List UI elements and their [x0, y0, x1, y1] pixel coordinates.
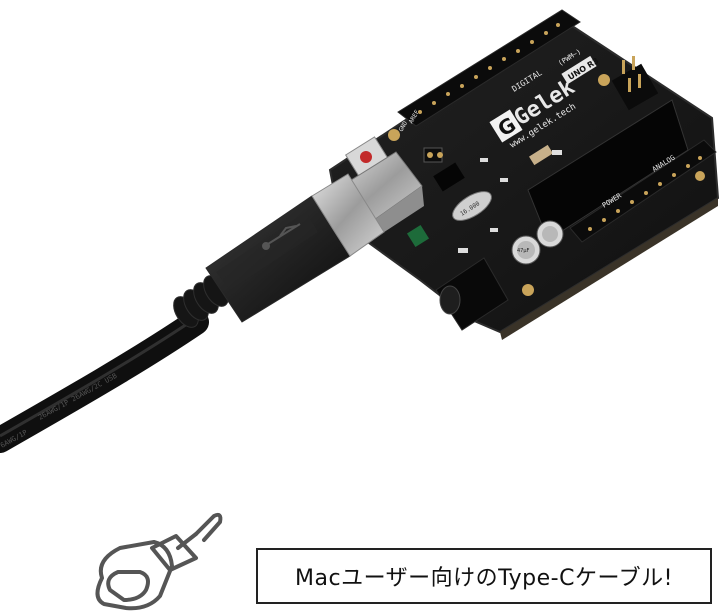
capacitor-2 [536, 220, 564, 248]
svg-text:47µF: 47µF [517, 248, 530, 254]
microcontroller-chip [527, 99, 689, 241]
usb-cable: 26AWG/1P 26AWG/2C USB 6AWG/1P [0, 173, 385, 453]
caption-box: Macユーザー向けのType-Cケーブル! [256, 548, 712, 604]
usb-b-plug-metal [311, 173, 385, 257]
usb-type-c-plug-icon [95, 512, 223, 611]
dc-power-jack [435, 257, 509, 331]
silkscreen-gnd: GND [398, 120, 410, 133]
arduino-board: G Gelek www.gelek.tech UNO R3 DIGITAL (P… [328, 9, 720, 340]
pcb-edge [500, 198, 718, 340]
strain-relief [173, 275, 229, 328]
chip-socket [529, 144, 553, 166]
smd-components [406, 147, 562, 253]
icsp-header [611, 56, 659, 111]
reset-button [345, 136, 389, 178]
analog-header [569, 139, 717, 243]
caption-text: Macユーザー向けのType-Cケーブル! [295, 566, 673, 591]
digital-header-pins [418, 23, 560, 114]
crystal-oscillator: 16.000 [452, 191, 492, 221]
cable-wire [0, 309, 209, 453]
usb-logo-icon [262, 223, 301, 250]
analog-header-pins [588, 156, 702, 231]
capacitor-1: 47µF [511, 235, 541, 265]
mounting-holes [388, 74, 705, 296]
